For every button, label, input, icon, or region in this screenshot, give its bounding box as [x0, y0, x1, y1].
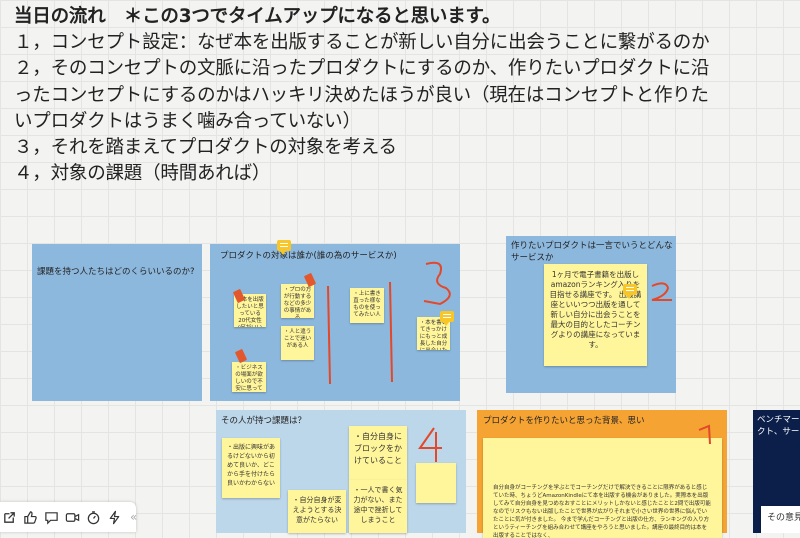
frame-title-line2: クト、サー	[757, 427, 800, 437]
frame-title: 作りたいプロダクトは一言でいうとどんなサービスか	[511, 241, 673, 263]
comment-icon[interactable]	[623, 284, 637, 299]
sticky-note[interactable]: ・ビジネスの場面が欲しいので不安に思っている	[232, 362, 266, 392]
frame-title: プロダクトの対象は誰か(誰の為のサービスか)	[220, 251, 397, 261]
frame-target-product[interactable]: プロダクトの対象は誰か(誰の為のサービスか) ・本を出版したいと思っている20代…	[210, 240, 460, 401]
bottom-toolbar: «	[0, 502, 138, 532]
sticky-note[interactable]: ・本を出版したいと思っている20代女性(何がいいのかわからない)	[234, 294, 266, 327]
like-icon[interactable]	[23, 509, 38, 525]
frame-title: その人が持つ課題は？	[221, 416, 307, 426]
bolt-icon[interactable]	[107, 509, 122, 525]
notes-line-1: １，コンセプト設定：なぜ本を出版することが新しい自分に出会うことに繋がるのか	[14, 32, 710, 53]
sticky-note[interactable]: ・一人で書く気力がない、また途中で挫折してしまうこと	[349, 480, 407, 533]
sticky-text: 自分自身がコーチングを学ぶとでコーチングだけで解決できることに限界があると感じて…	[493, 485, 711, 523]
comment-icon[interactable]	[277, 240, 291, 255]
frame-title: プロダクトを作りたいと思った背景、思い	[483, 416, 645, 426]
sticky-note[interactable]: 自分自身がコーチングを学ぶとでコーチングだけで解決できることに限界があると感じて…	[483, 438, 722, 538]
sticky-note[interactable]: 1ヶ月で電子書籍を出版し amazonランキング入りを目指せる講座です。 出版講…	[544, 264, 647, 366]
notes-line-4: いプロダクトはうまく噛み合っていない）	[14, 110, 361, 132]
frame-count-question[interactable]: 課題を持つ人たちはどのくらいいるのか?	[32, 244, 202, 401]
meeting-notes: 当日の流れ ＊この3つでタイムアップになると思います。 １，コンセプト設定：なぜ…	[14, 4, 794, 188]
frame-product-one-word[interactable]: 作りたいプロダクトは一言でいうとどんなサービスか 1ヶ月で電子書籍を出版し am…	[506, 236, 676, 393]
notes-line-3: ったコンセプトにするのかはハッキリ決めたほうが良い（現在はコンセプトと作りた	[14, 84, 709, 106]
sticky-note[interactable]: ・プロの方が行動するなどの多少の事情がある	[281, 284, 314, 318]
sticky-note[interactable]: ・自分自身にブロックをかけていること	[349, 426, 407, 480]
video-icon[interactable]	[65, 509, 80, 525]
handwritten-annotation	[698, 424, 711, 445]
comment-icon[interactable]	[440, 311, 454, 326]
notes-line-6: ４，対象の課題（時間あれば）	[14, 163, 271, 185]
frame-their-problem[interactable]: その人が持つ課題は？ ・出版に興味があるけどないから初めて良いか、どこから手を付…	[216, 410, 466, 533]
sticky-note[interactable]: その意見	[761, 506, 800, 533]
collapse-toolbar-button[interactable]: «	[130, 510, 138, 524]
notes-heading: 当日の流れ ＊この3つでタイムアップになると思います。	[14, 6, 501, 27]
sticky-note[interactable]: ・上に書き直った様なものを使ってみたい人	[350, 288, 384, 323]
frame-title: 課題を持つ人たちはどのくらいいるのか?	[37, 267, 195, 277]
notes-line-5: ３，それを踏まえてプロダクトの対象を考える	[14, 137, 397, 159]
notes-line-2: ２，そのコンセプトの文脈に沿ったプロダクトにするのか、作りたいプロダクトに沿	[14, 58, 710, 80]
share-icon[interactable]	[2, 509, 17, 525]
timer-icon[interactable]	[86, 509, 101, 525]
handwritten-annotation	[418, 427, 442, 462]
frame-background[interactable]: プロダクトを作りたいと思った背景、思い 自分自身がコーチングを学ぶとでコーチング…	[477, 410, 727, 538]
handwritten-annotation	[327, 261, 451, 385]
sticky-note[interactable]	[416, 463, 456, 503]
sticky-text: その意見	[767, 513, 800, 523]
sticky-note[interactable]: ・自分自身が変えようとする決意がたらない	[288, 490, 346, 533]
comment-icon[interactable]	[44, 509, 59, 525]
handwritten-annotation	[651, 282, 672, 301]
sticky-note[interactable]: ・出版に興味があるけどないから初めて良いか、どこから手を付けたら良いかわからない	[222, 438, 280, 498]
sticky-note[interactable]: ・人と違うことで迷いがある人	[281, 326, 314, 360]
